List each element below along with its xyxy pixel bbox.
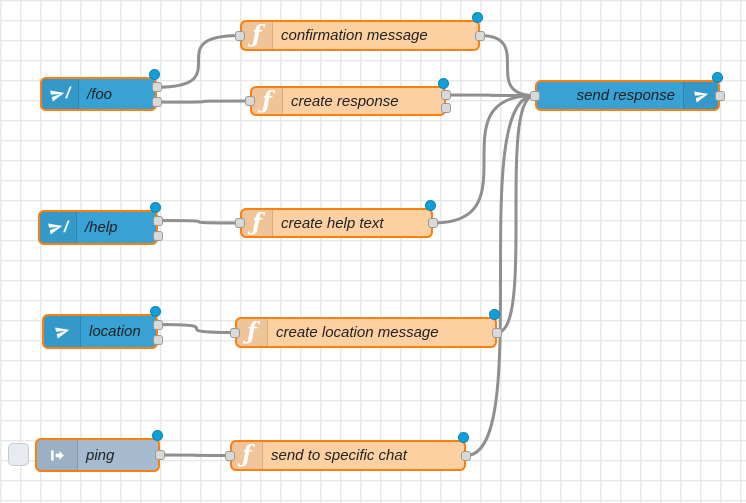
node-label: location (89, 324, 141, 339)
node-label: create response (291, 93, 399, 109)
node-create-response[interactable]: ƒ create response (250, 86, 446, 116)
function-icon: ƒ (242, 22, 273, 49)
wire-location-to-create-location-message[interactable] (156, 323, 237, 334)
changed-status-dot (488, 308, 500, 320)
output-port-foo-0[interactable] (152, 82, 162, 93)
changed-status-dot (151, 429, 163, 441)
input-port-create-help-text[interactable] (235, 218, 245, 228)
node-send-to-specific-chat[interactable]: ƒ send to specific chat (230, 440, 466, 471)
node-label: send response (576, 88, 675, 103)
input-port-confirmation-message[interactable] (235, 30, 245, 41)
node-create-help-text[interactable]: ƒ create help text (240, 208, 433, 238)
changed-status-dot (437, 77, 449, 89)
output-port-create-response-1[interactable] (441, 103, 451, 114)
node-ping[interactable]: ping (35, 438, 160, 472)
changed-status-dot (149, 305, 161, 317)
node-help[interactable]: / /help (38, 210, 158, 245)
inject-button[interactable] (8, 443, 29, 466)
output-port-create-help-text-0[interactable] (428, 218, 438, 228)
wire-send-to-specific-chat-to-send-response[interactable] (464, 94, 537, 457)
wire-foo-to-create-response[interactable] (155, 99, 252, 104)
function-icon: ƒ (237, 319, 268, 346)
node-label: create help text (281, 215, 384, 231)
output-port-confirmation-message-0[interactable] (475, 30, 485, 41)
output-port-location-0[interactable] (153, 319, 163, 330)
output-port-help-0[interactable] (153, 215, 163, 226)
node-label: /foo (87, 86, 113, 102)
function-icon: ƒ (252, 88, 283, 114)
node-label: create location message (276, 325, 439, 340)
input-port-send-response[interactable] (530, 90, 540, 101)
output-port-create-location-message-0[interactable] (492, 327, 502, 338)
paper-plane-icon (44, 316, 81, 347)
changed-status-dot (148, 68, 160, 80)
changed-status-dot (149, 201, 161, 213)
changed-status-dot (471, 11, 483, 23)
node-label: send to specific chat (271, 448, 407, 463)
node-foo[interactable]: / /foo (40, 77, 157, 111)
output-port-ping-0[interactable] (155, 450, 165, 460)
node-send-response[interactable]: send response (535, 80, 720, 111)
function-icon: ƒ (232, 442, 263, 469)
changed-status-dot (424, 199, 436, 211)
paper-plane-icon (683, 82, 718, 109)
inject-arrow-icon (37, 440, 78, 470)
node-location[interactable]: location (42, 314, 158, 349)
wire-ping-to-send-to-specific-chat[interactable] (158, 453, 232, 457)
input-port-create-location-message[interactable] (230, 327, 240, 338)
output-port-create-response-0[interactable] (441, 90, 451, 100)
output-port-location-1[interactable] (153, 334, 163, 345)
output-port-help-1[interactable] (153, 230, 163, 241)
wire-create-location-message-to-send-response[interactable] (495, 94, 537, 334)
wire-create-help-text-to-send-response[interactable] (431, 94, 537, 225)
input-port-send-to-specific-chat[interactable] (225, 450, 235, 461)
node-label: confirmation message (281, 28, 428, 43)
wire-help-to-create-help-text[interactable] (156, 219, 242, 225)
node-label: /help (85, 220, 118, 235)
output-port-foo-1[interactable] (152, 97, 162, 108)
function-icon: ƒ (242, 210, 273, 236)
node-create-location-message[interactable]: ƒ create location message (235, 317, 497, 348)
changed-status-dot (457, 431, 469, 443)
input-port-create-response[interactable] (245, 96, 255, 106)
node-label: ping (86, 447, 115, 463)
wire-confirmation-message-to-send-response[interactable] (478, 34, 537, 97)
wire-create-response-to-send-response[interactable] (444, 93, 537, 97)
output-port-send-to-specific-chat-0[interactable] (461, 450, 471, 461)
wire-foo-to-confirmation-message[interactable] (155, 34, 242, 89)
paper-plane-slash-icon: / (40, 212, 77, 243)
output-port-send-response-0[interactable] (715, 90, 725, 101)
node-confirmation-message[interactable]: ƒ confirmation message (240, 20, 480, 51)
paper-plane-slash-icon: / (42, 79, 79, 109)
changed-status-dot (711, 71, 723, 83)
